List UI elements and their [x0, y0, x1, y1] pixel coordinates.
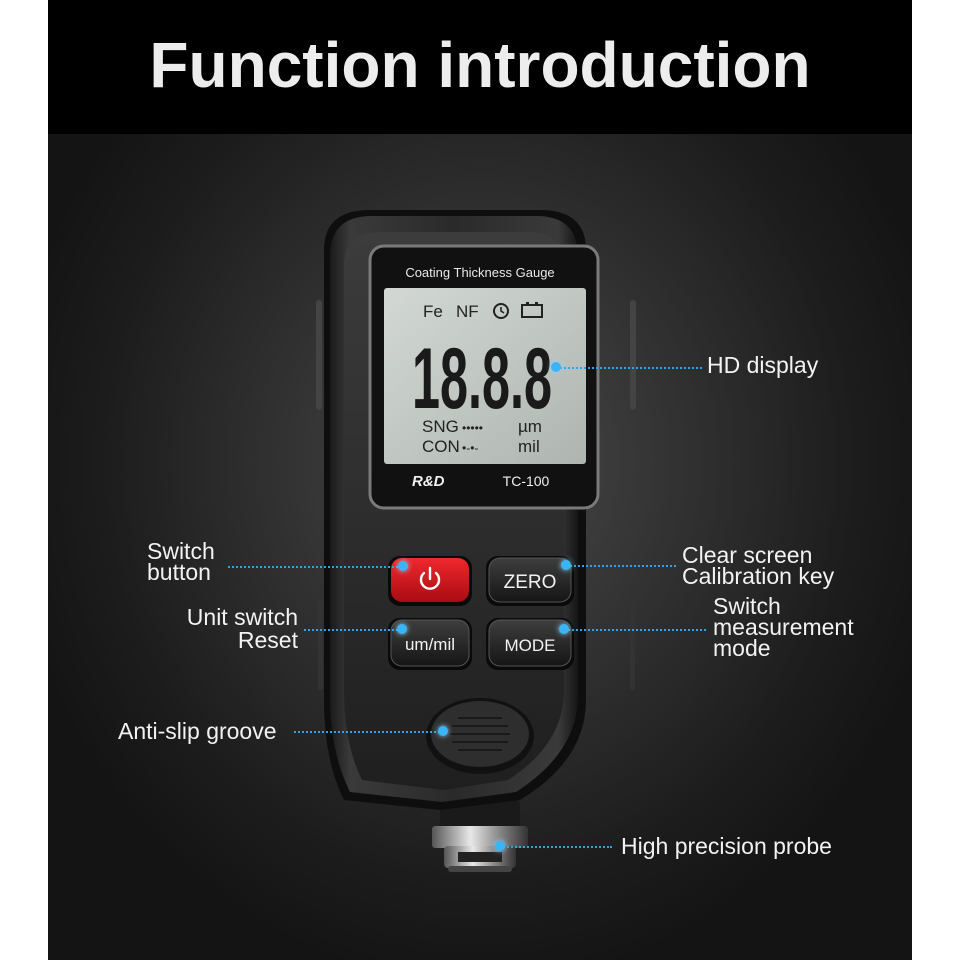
dot-clear-screen: [561, 560, 571, 570]
callout-switch-mode-line2: measurement: [713, 614, 854, 640]
lcd-unit-mil: mil: [518, 437, 540, 456]
unit-button[interactable]: um/mil: [388, 618, 472, 670]
callout-switch-button-line2: button: [147, 559, 211, 585]
dot-switch-button: [398, 561, 408, 571]
callout-switch-mode-line1: Switch: [713, 593, 781, 619]
anti-slip-groove: [426, 698, 534, 774]
unit-button-label: um/mil: [405, 635, 455, 654]
battery-icon: [521, 302, 543, 318]
clock-icon: [493, 303, 509, 319]
dot-hd-display: [551, 362, 561, 372]
callout-unit-switch-line2: Reset: [237, 627, 298, 653]
leader-clear-screen: [566, 565, 676, 567]
lcd-nf: NF: [456, 302, 479, 321]
callout-switch-mode: Switch measurement mode: [713, 593, 854, 661]
lcd-con: CON: [422, 437, 460, 456]
lcd-screen: [384, 288, 586, 464]
lcd-con-marks: •-•-: [462, 441, 478, 455]
callout-clear-screen-line1: Clear screen: [682, 542, 813, 568]
lcd-sng: SNG: [422, 417, 459, 436]
dot-anti-slip: [438, 726, 448, 736]
leader-hd-display: [556, 367, 702, 369]
mode-button[interactable]: MODE: [486, 618, 574, 670]
dot-switch-mode: [559, 624, 569, 634]
model-label: TC-100: [503, 473, 550, 489]
callout-switch-mode-line3: mode: [713, 635, 771, 661]
leader-switch-mode: [564, 629, 706, 631]
leader-unit-switch: [304, 629, 402, 631]
dot-probe: [495, 841, 505, 851]
power-icon: [419, 566, 441, 590]
probe: [432, 800, 528, 872]
lcd-unit-um: µm: [518, 417, 542, 436]
callout-switch-button: Switch button: [147, 538, 215, 585]
leader-probe: [500, 846, 612, 848]
lcd-fe: Fe: [423, 302, 443, 321]
screen-header: Coating Thickness Gauge: [405, 265, 554, 280]
background-panel: Function introduction: [48, 0, 912, 960]
callout-unit-switch: Unit switch Reset: [148, 604, 298, 653]
zero-button[interactable]: ZERO: [486, 556, 574, 606]
power-button[interactable]: [388, 556, 472, 606]
brand-logo: R&D: [412, 473, 445, 490]
mode-button-label: MODE: [505, 636, 556, 655]
lcd-sng-marks: •••••: [462, 421, 483, 435]
title-banner: Function introduction: [48, 0, 912, 134]
leader-switch-button: [228, 566, 402, 568]
page-title: Function introduction: [149, 29, 811, 101]
callout-clear-screen: Clear screen Calibration key: [682, 542, 835, 589]
lcd-reading: 18.8.8: [412, 331, 552, 427]
leader-anti-slip: [294, 731, 444, 733]
callout-probe: High precision probe: [621, 833, 832, 859]
callout-clear-screen-line2: Calibration key: [682, 563, 835, 589]
callout-anti-slip: Anti-slip groove: [118, 718, 277, 744]
gauge-illustration: Coating Thickness Gauge Fe NF 18.8.8 SNG…: [316, 210, 636, 872]
dot-unit-switch: [397, 624, 407, 634]
callout-switch-button-line1: Switch: [147, 538, 215, 564]
zero-button-label: ZERO: [504, 572, 557, 593]
callout-hd-display: HD display: [707, 352, 819, 378]
callout-unit-switch-line1: Unit switch: [186, 604, 298, 630]
